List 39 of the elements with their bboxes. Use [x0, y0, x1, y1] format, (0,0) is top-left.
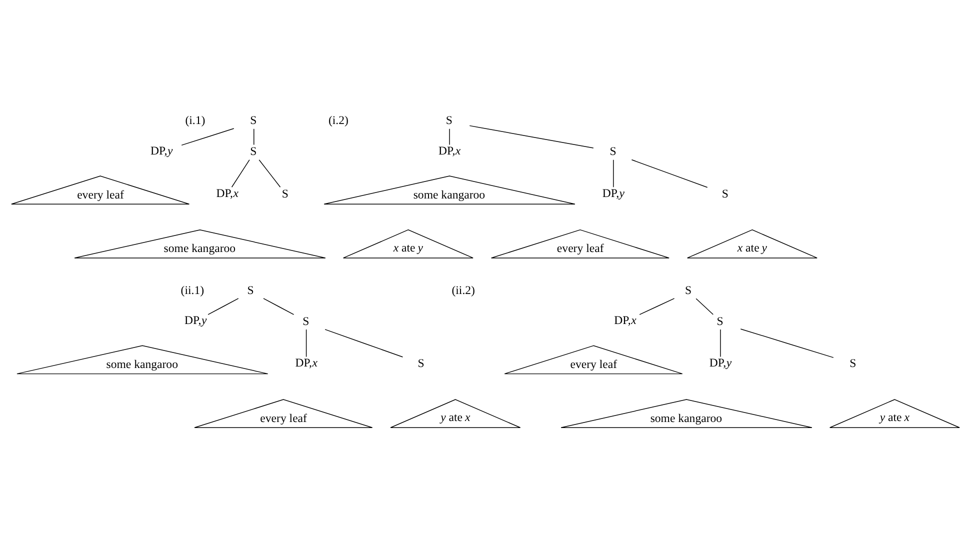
connector: [258, 159, 281, 188]
connector: [263, 298, 294, 315]
node-text: S: [418, 356, 424, 370]
label: (ii.1): [180, 282, 204, 297]
node-text: DP,x: [614, 313, 636, 328]
node-text: S: [247, 282, 254, 297]
connector: [720, 329, 721, 358]
label: (i.2): [328, 113, 348, 128]
connector: [696, 298, 714, 315]
node-text: S: [685, 282, 692, 297]
connector: [231, 159, 250, 188]
node-text: DP,y: [709, 355, 732, 370]
node-text: DP,x: [295, 355, 318, 370]
node-text: S: [302, 314, 310, 328]
node-text: DP,x: [438, 143, 461, 158]
node-text: S: [722, 186, 728, 201]
node-text: S: [446, 113, 452, 128]
node-text: S: [716, 314, 724, 328]
node-text: S: [250, 113, 257, 128]
connector: [631, 159, 708, 188]
label: (ii.2): [452, 282, 475, 297]
connector: [740, 328, 834, 358]
node-text: DP,y: [184, 313, 207, 328]
connector: [639, 298, 675, 315]
node-text: S: [850, 356, 856, 370]
node-text: S: [250, 144, 257, 158]
connector: [208, 298, 239, 315]
node-text: S: [610, 144, 616, 158]
label: (i.1): [185, 113, 206, 128]
node-text: S: [282, 186, 288, 201]
connector: [449, 128, 450, 146]
node-text: DP,x: [216, 186, 238, 200]
connector: [306, 329, 307, 358]
connector: [469, 125, 594, 148]
connector: [613, 159, 614, 188]
node-text: DP,y: [602, 186, 625, 200]
connector: [324, 329, 404, 358]
node-text: DP,y: [150, 143, 173, 158]
connector: [181, 128, 234, 146]
